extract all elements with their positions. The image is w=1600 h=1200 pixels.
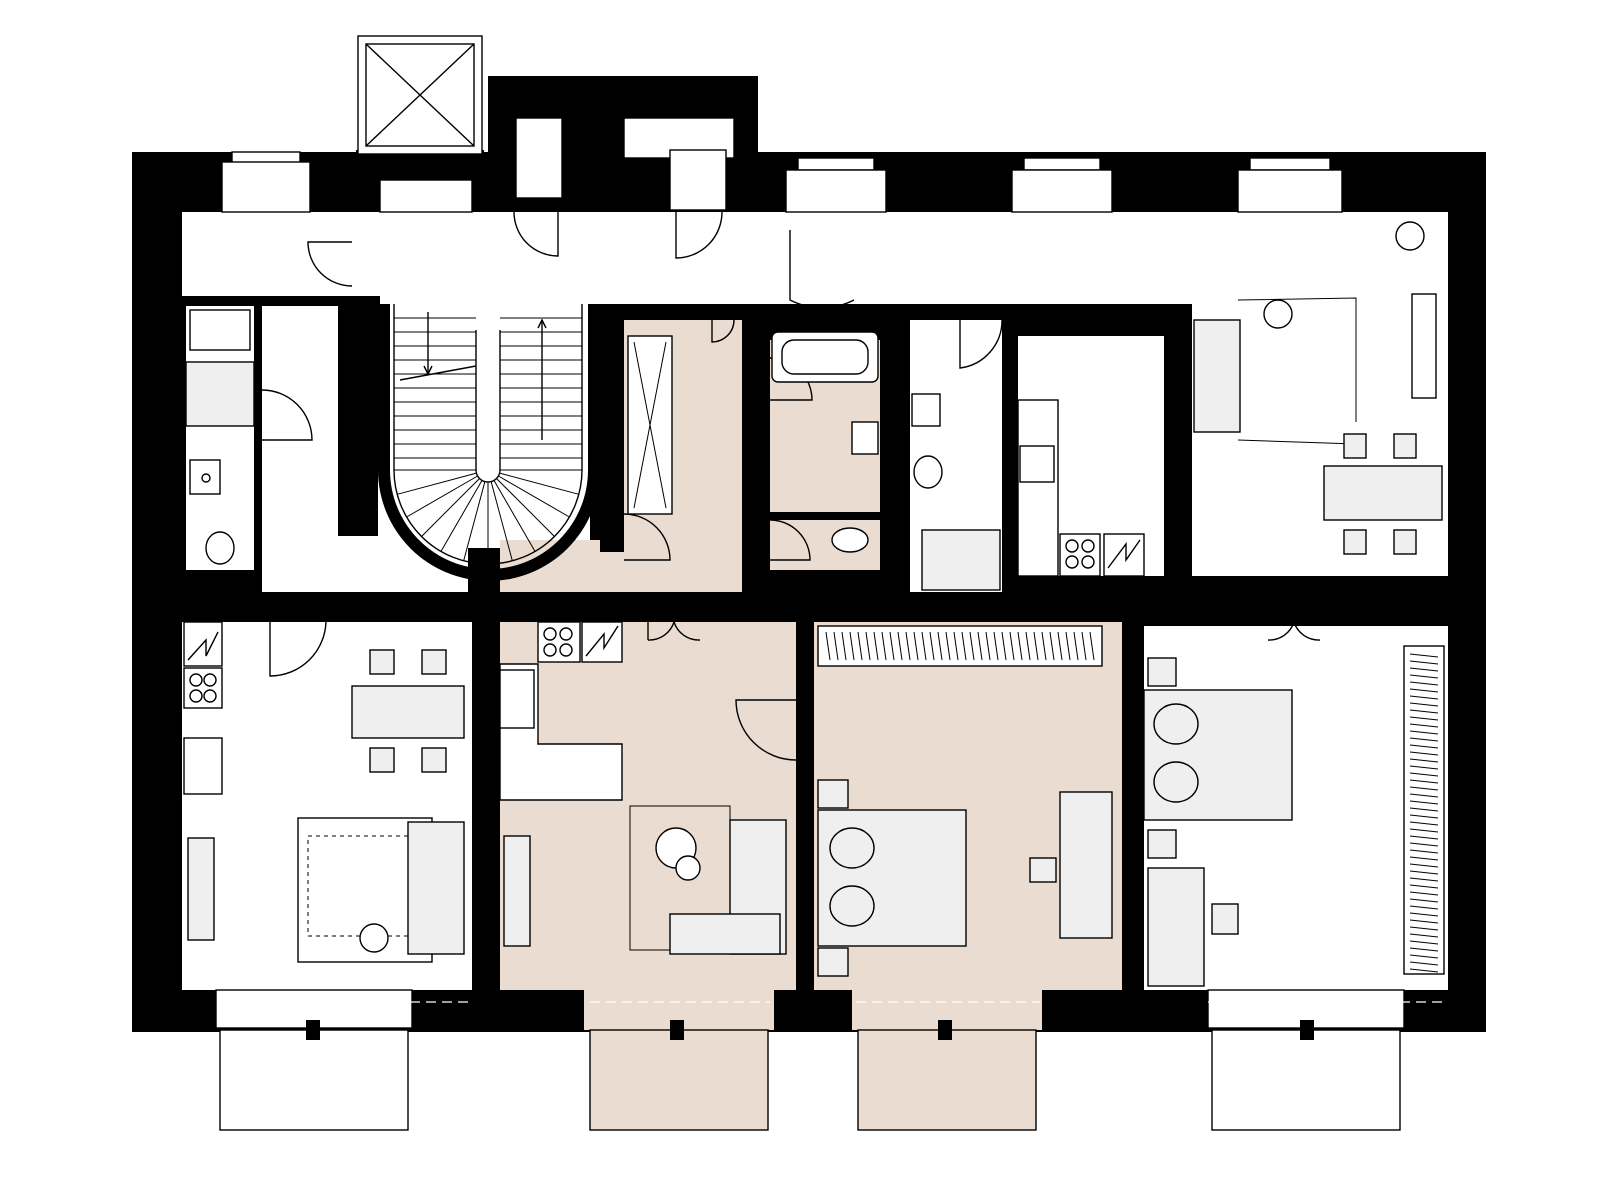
desk-icon <box>1147 867 1205 987</box>
pillow-icon <box>1153 703 1199 803</box>
corridor <box>380 212 1448 304</box>
living-left-furniture <box>183 621 465 963</box>
left-hall <box>262 306 338 626</box>
shower-icon <box>921 529 1001 591</box>
unit-bathroom-fixtures <box>771 331 879 553</box>
desk-icon <box>1059 791 1113 939</box>
chair-icon <box>1343 433 1417 555</box>
table-icon <box>1323 465 1443 521</box>
stove-icon <box>537 621 581 663</box>
top-windows <box>221 117 1343 213</box>
sofa-icon <box>407 821 465 955</box>
staircase <box>376 304 590 548</box>
right-bathroom <box>911 393 1001 591</box>
balcony-icon <box>215 989 1405 1131</box>
shelf-icon <box>503 835 531 947</box>
doors <box>261 211 1321 761</box>
sink-icon <box>189 459 221 495</box>
stove-icon <box>183 667 223 709</box>
shelf-icon <box>187 837 215 941</box>
shelf-icon <box>1411 293 1437 399</box>
sink-icon <box>499 669 535 729</box>
pillow-icon <box>829 827 875 927</box>
towel-rack-icon <box>189 309 251 351</box>
unit-bedroom-furniture <box>817 625 1113 977</box>
toilet-icon <box>205 531 235 565</box>
bedroom-right-furniture <box>1143 645 1445 987</box>
chair-icon <box>369 649 447 773</box>
bathtub-icon <box>771 331 879 383</box>
stove-icon <box>1059 533 1101 577</box>
chair-icon <box>1029 857 1057 883</box>
balcony-3 <box>858 1030 1036 1130</box>
kitchen-right-fixtures <box>1017 399 1145 577</box>
chair-icon <box>1211 903 1239 935</box>
left-bathroom <box>185 309 255 565</box>
stairs-icon <box>393 304 583 565</box>
sink-icon <box>851 421 879 455</box>
entry-hall <box>182 212 382 296</box>
interior-walls <box>132 296 1486 1000</box>
table-icon <box>351 685 465 739</box>
balcony-2 <box>590 1030 768 1130</box>
lift-shaft-icon <box>357 35 483 155</box>
sink-icon <box>1019 445 1055 483</box>
toilet-icon <box>913 455 943 489</box>
toilet-icon <box>831 527 869 553</box>
sink-icon <box>183 737 223 795</box>
unit-kitchen-living-furniture <box>499 621 787 955</box>
wardrobe-icon <box>817 625 1103 667</box>
living-right-furniture <box>1193 221 1443 555</box>
wardrobe-icon <box>627 335 673 515</box>
sofa-icon <box>1193 319 1241 433</box>
shower-icon <box>185 361 255 427</box>
sink-icon <box>911 393 941 427</box>
